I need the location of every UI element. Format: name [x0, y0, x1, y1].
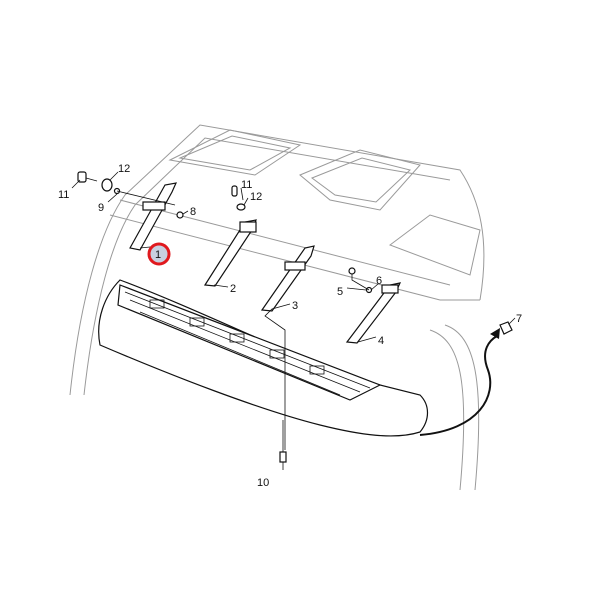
rear-spoiler — [98, 279, 429, 437]
callout-9: 9 — [98, 202, 104, 214]
callout-8: 8 — [190, 206, 196, 218]
callout-4: 4 — [378, 335, 384, 347]
leader-lines — [71, 171, 516, 470]
highlight-ring[interactable] — [147, 242, 171, 266]
fasteners — [77, 171, 513, 463]
callout-3: 3 — [292, 300, 298, 312]
bracket-4 — [345, 282, 402, 344]
bracket-1 — [129, 182, 178, 251]
callout-10: 10 — [257, 477, 269, 489]
callout-labels: 11 12 9 8 1 11 12 2 3 5 6 4 7 10 — [58, 163, 522, 489]
callout-1[interactable]: 1 — [155, 249, 161, 261]
callout-7: 7 — [516, 313, 522, 325]
callout-11: 11 — [241, 179, 252, 191]
callout-11: 11 — [58, 189, 69, 201]
vehicle-body-outline — [69, 124, 485, 491]
bracket-2 — [203, 219, 257, 287]
callout-6: 6 — [376, 275, 382, 287]
callout-2: 2 — [230, 283, 236, 295]
callout-12: 12 — [118, 163, 130, 175]
callout-5: 5 — [337, 286, 343, 298]
callout-12: 12 — [250, 191, 262, 203]
